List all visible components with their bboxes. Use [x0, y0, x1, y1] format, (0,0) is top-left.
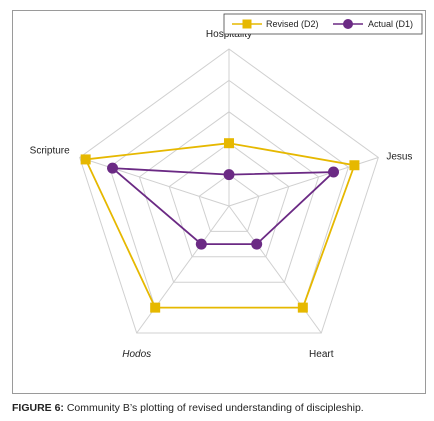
axis-label-jesus: Jesus: [386, 151, 412, 162]
legend: Revised (D2) Actual (D1): [223, 13, 423, 35]
legend-label-actual: Actual (D1): [368, 19, 413, 29]
caption-label: FIGURE 6:: [12, 402, 64, 414]
point-actual-hodos: [195, 238, 207, 250]
grid-ring: [168, 142, 290, 258]
axis-label-heart: Heart: [309, 349, 334, 360]
legend-marker-revised: [242, 19, 252, 29]
chart-frame: [12, 10, 426, 394]
grid-ring: [138, 111, 320, 283]
axis-label-scripture: Scripture: [30, 145, 70, 156]
point-revised-hodos: [150, 302, 161, 313]
grid-spoke: [79, 157, 230, 207]
series-line-revised: [84, 142, 356, 309]
caption-text: Community B’s plotting of revised unders…: [63, 402, 364, 414]
grid-spoke: [228, 205, 322, 334]
axis-label-hodos: Hodos: [122, 349, 151, 360]
point-revised-hospitality: [224, 138, 234, 149]
point-actual-hospitality: [223, 169, 235, 181]
legend-label-revised: Revised (D2): [266, 19, 319, 29]
legend-box: [223, 13, 423, 35]
point-actual-jesus: [328, 166, 340, 178]
point-actual-heart: [251, 238, 263, 250]
grid-ring: [198, 173, 260, 232]
legend-marker-actual: [343, 19, 353, 29]
point-actual-scripture: [107, 162, 119, 174]
grid: [79, 48, 379, 334]
grid-spoke: [136, 205, 230, 334]
figure-caption: FIGURE 6: Community B’s plotting of revi…: [12, 402, 364, 414]
grid-ring: [79, 48, 379, 334]
series: [80, 138, 360, 313]
point-revised-scripture: [80, 154, 91, 165]
series-line-actual: [109, 167, 336, 246]
axis-label-hospitality: Hospitality: [206, 29, 252, 40]
point-revised-jesus: [349, 160, 360, 171]
point-revised-heart: [297, 302, 308, 313]
